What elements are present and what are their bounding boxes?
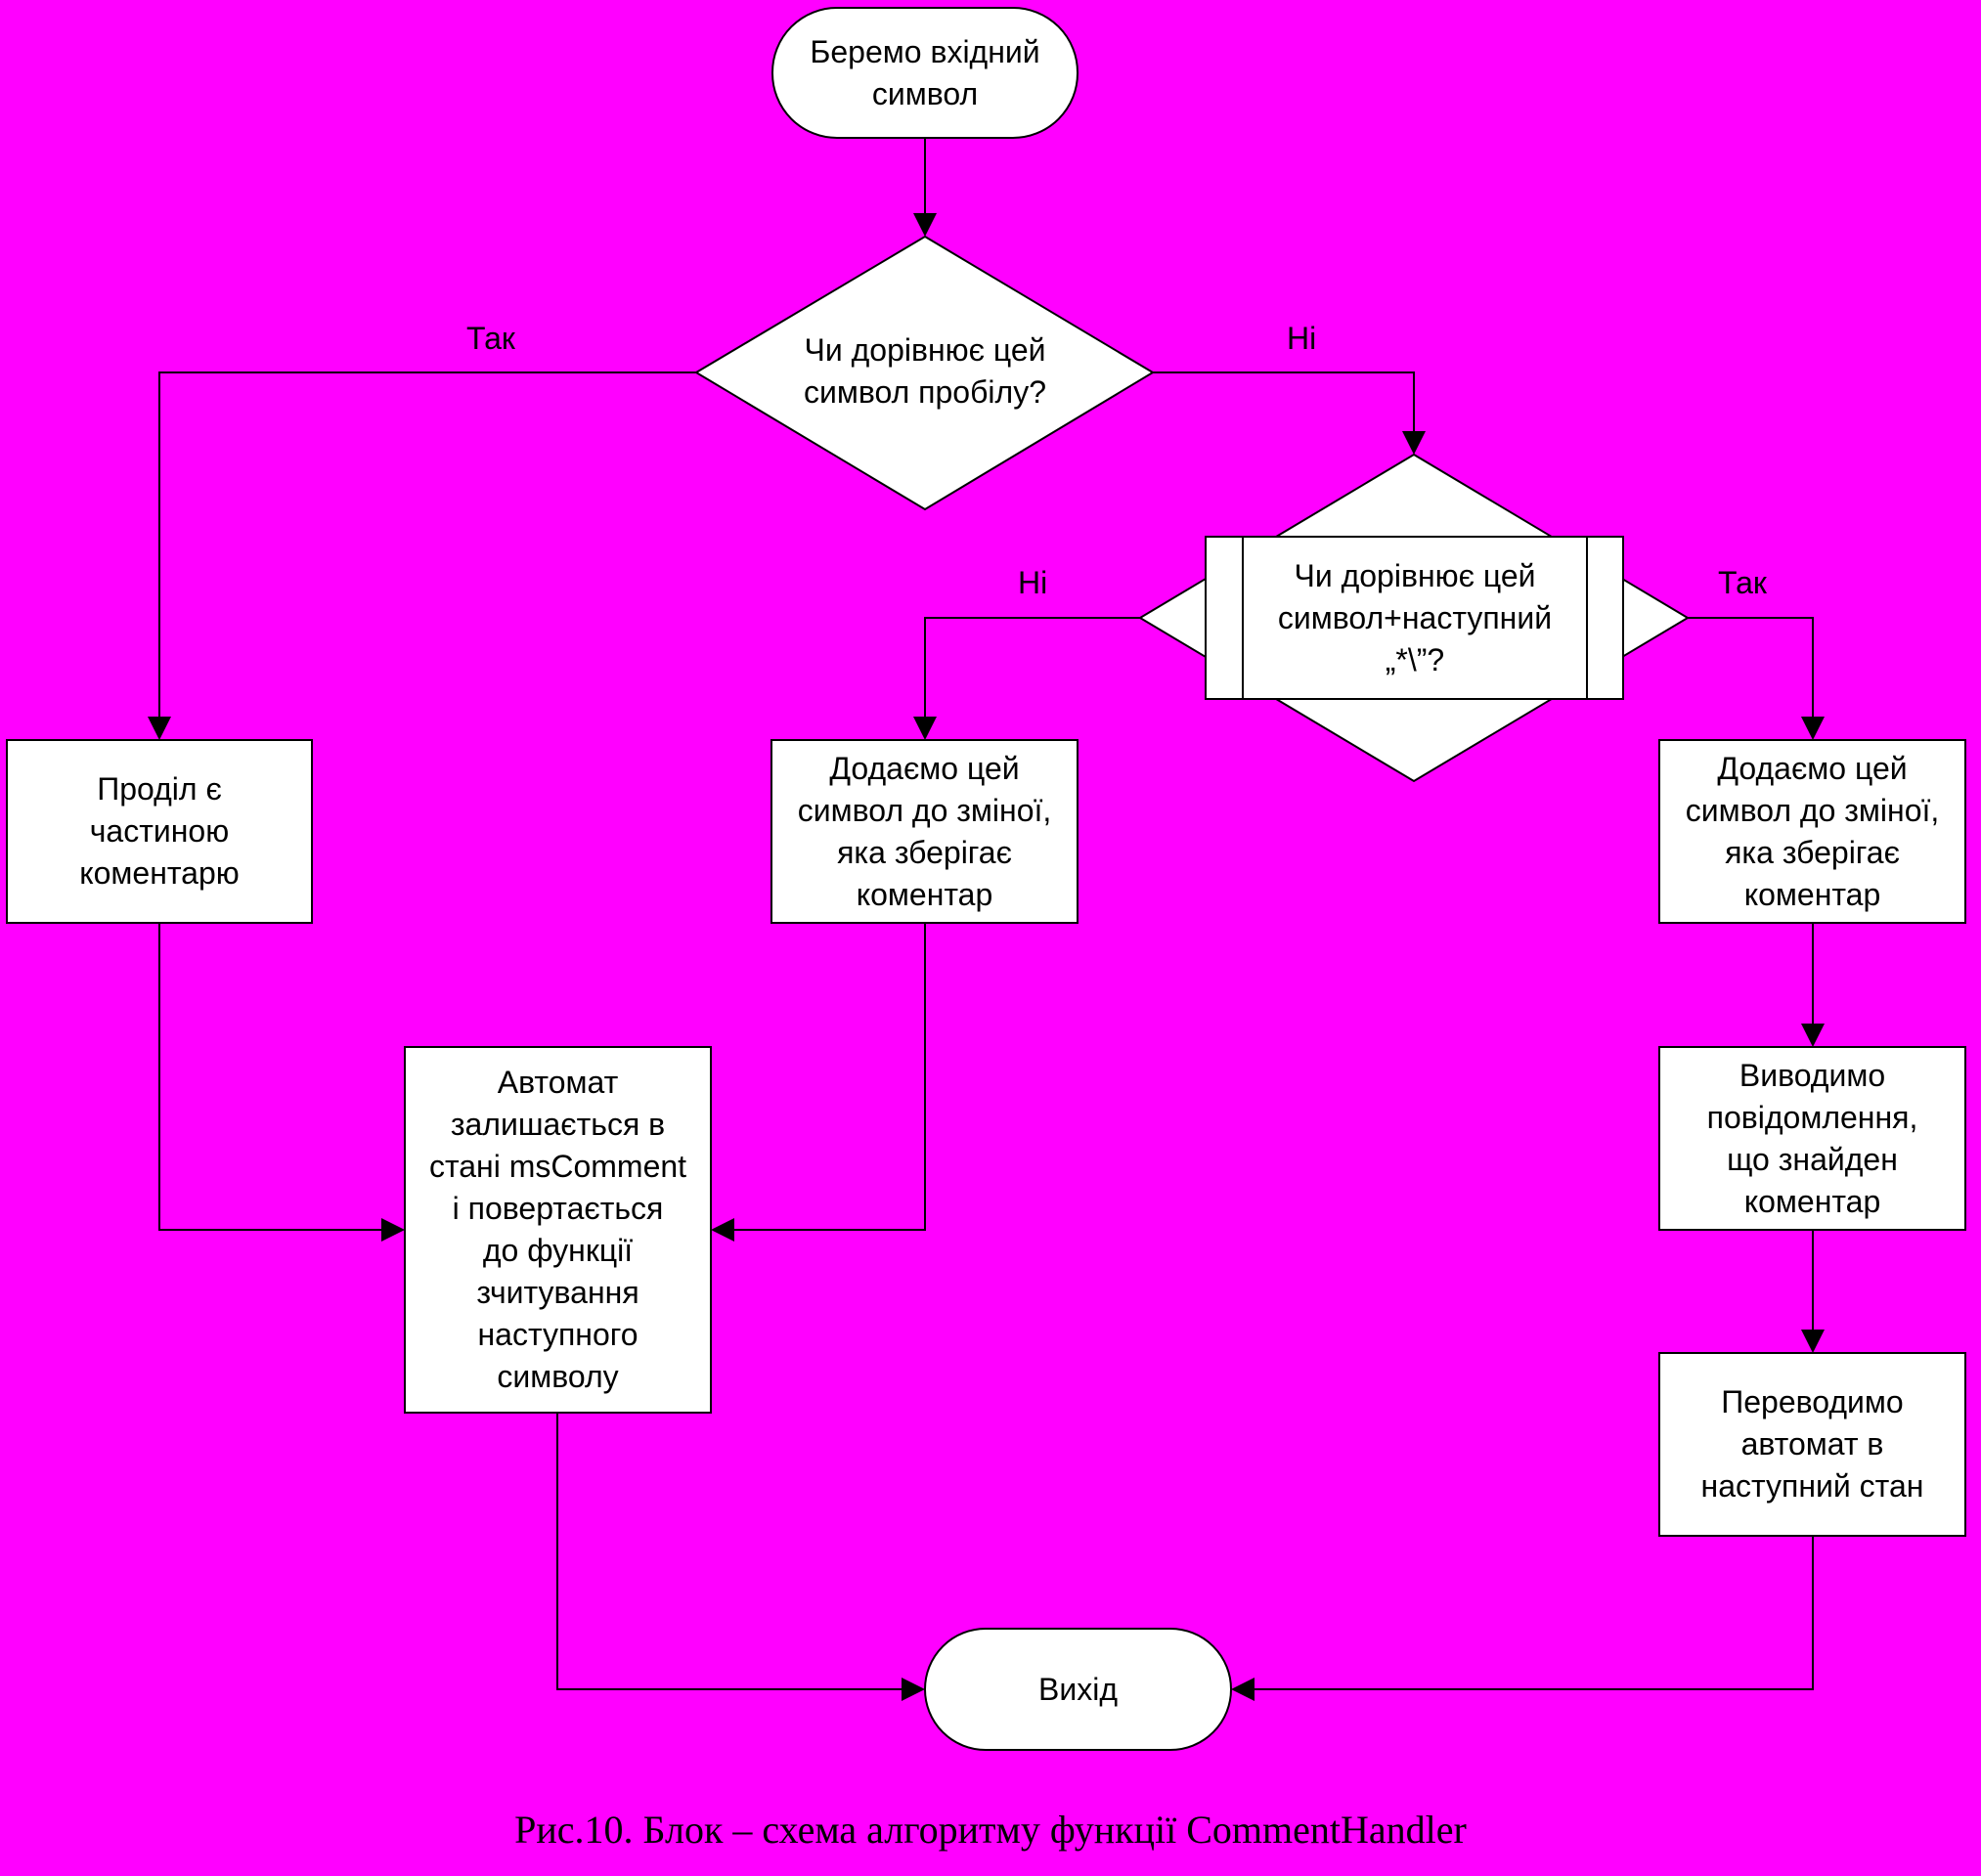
edge-space-yes	[158, 371, 696, 717]
arrowhead-left	[711, 1218, 734, 1242]
arrowhead-right	[381, 1218, 405, 1242]
decision-comment-end-label: Чи дорівнює цей символ+наступний „*\”?	[1277, 557, 1553, 677]
arrowhead-left	[1231, 1678, 1255, 1701]
arrowhead-down	[148, 717, 171, 740]
edge-stay-to-exit	[556, 1413, 902, 1690]
arrowhead-down	[913, 213, 937, 237]
edge-next-state-to-exit	[1255, 1536, 1814, 1690]
edge-label-comment-no: Ні	[1018, 565, 1048, 600]
arrowhead-down	[1801, 1024, 1825, 1047]
space-is-comment-label: Проділ є частиною коментарю	[79, 771, 240, 891]
space-is-comment-box	[6, 739, 313, 924]
decision-comment-end-process-box	[1205, 536, 1624, 700]
decision-space-label: Чи дорівнює цей символ пробілу?	[804, 332, 1046, 410]
add-symbol-right-label: Додаємо цей символ до зміної, яка зберіг…	[1685, 750, 1940, 912]
next-state-box	[1658, 1352, 1966, 1537]
arrowhead-down	[913, 717, 937, 740]
figure-caption: Рис.10. Блок – схема алгоритму функції C…	[514, 1808, 1467, 1852]
exit-label: Вихід	[1038, 1671, 1118, 1707]
decision-space-diamond	[694, 235, 1155, 511]
next-state-label: Переводимо автомат в наступний стан	[1700, 1384, 1924, 1504]
arrowhead-down	[1402, 431, 1426, 455]
edge-comment-no	[924, 617, 1140, 717]
edge-label-space-yes: Так	[466, 321, 515, 356]
arrowhead-down	[1801, 1330, 1825, 1353]
arrowhead-down	[1801, 717, 1825, 740]
edge-add-left-to-stay	[734, 923, 926, 1231]
output-message-label: Виводимо повідомлення, що знайден комент…	[1706, 1057, 1918, 1219]
edge-comment-box-to-stay	[158, 923, 381, 1231]
edge-label-space-no: Ні	[1287, 321, 1317, 356]
start-label: Беремо вхідний символ	[810, 33, 1040, 111]
stay-in-state-label: Автомат залишається в стані msComment і …	[428, 1065, 687, 1394]
add-symbol-left-label: Додаємо цей символ до зміної, яка зберіг…	[797, 750, 1052, 912]
output-message-box	[1658, 1046, 1966, 1231]
add-symbol-right-box	[1658, 739, 1966, 924]
edge-comment-yes	[1688, 617, 1814, 717]
edge-space-no	[1153, 371, 1415, 431]
add-symbol-left-box	[770, 739, 1079, 924]
edge-label-comment-yes: Так	[1718, 565, 1767, 600]
arrowhead-right	[902, 1678, 925, 1701]
